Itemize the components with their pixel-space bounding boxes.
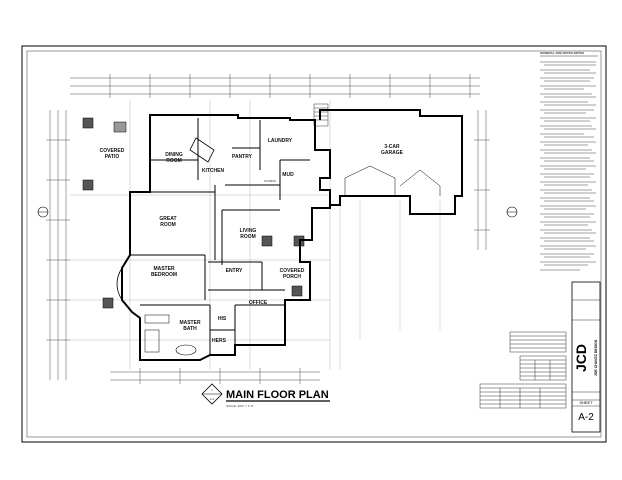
section-marker-right	[506, 206, 518, 218]
right-dimension-lines	[474, 110, 490, 250]
bottom-dimension-lines	[110, 368, 320, 384]
label-master-bedroom-1: MASTER	[153, 266, 175, 272]
label-laundry: LAUNDRY	[268, 138, 293, 144]
vanity	[144, 314, 170, 324]
schedule-tables	[479, 331, 567, 409]
label-great-room-2: ROOM	[160, 222, 176, 228]
callout-sheet: A-2	[210, 397, 215, 401]
label-dining-room-2: ROOM	[166, 158, 182, 164]
bathtub	[175, 344, 197, 356]
label-garage-2: GARAGE	[381, 150, 404, 156]
label-covered-porch-2: PORCH	[283, 274, 301, 280]
label-covered-patio-2: PATIO	[105, 154, 120, 160]
sheet-label: SHEET	[579, 400, 593, 405]
room-labels: COVERED PATIO DINING ROOM KITCHEN PANTRY…	[100, 138, 404, 344]
plan-title: MAIN FLOOR PLAN	[226, 389, 329, 401]
fireplace	[113, 121, 127, 133]
firm-logo: JCD	[573, 344, 589, 372]
callout-number: 1	[211, 388, 213, 392]
section-marker-left	[37, 206, 49, 218]
drawing-title: 1 A-2 MAIN FLOOR PLAN SCALE: 3/16" = 1'-…	[201, 383, 330, 408]
garage-slope-lines	[344, 165, 441, 196]
stairs	[313, 103, 329, 127]
notes-heading: GENERAL ARE NOTES NOTES	[540, 51, 584, 55]
firm-name: JOE CHAVEZ DESIGN	[594, 339, 598, 376]
general-notes: GENERAL ARE NOTES NOTES	[540, 51, 598, 271]
top-dimension-lines	[70, 74, 480, 98]
label-dining-room-1: DINING	[165, 152, 183, 158]
sheet-border	[21, 45, 607, 443]
label-kitchen: KITCHEN	[202, 168, 225, 174]
label-mud: MUD	[282, 172, 294, 178]
label-master-bath-1: MASTER	[179, 320, 201, 326]
label-master-bath-2: BATH	[183, 326, 197, 332]
label-garage-1: 3-CAR	[384, 144, 400, 150]
label-great-room-1: GREAT	[159, 216, 176, 222]
label-his: HIS	[218, 316, 227, 322]
bay-window	[116, 267, 123, 301]
interior-walls	[130, 118, 331, 355]
sheet-inner-border	[26, 50, 602, 438]
column-piers	[82, 117, 305, 309]
label-hers: HERS	[212, 338, 227, 344]
title-block: JCD JOE CHAVEZ DESIGN SHEET A-2	[571, 281, 601, 433]
label-living-room-2: ROOM	[240, 234, 256, 240]
kitchen-island	[189, 137, 215, 163]
sheet-number: A-2	[578, 412, 594, 423]
label-office: OFFICE	[249, 300, 268, 306]
shower	[144, 329, 160, 353]
exterior-walls	[121, 109, 463, 361]
label-powder: POWDR	[264, 179, 276, 183]
plan-scale: SCALE: 3/16" = 1'-0"	[226, 404, 254, 408]
label-master-bedroom-2: BEDROOM	[151, 272, 177, 278]
label-covered-porch-1: COVERED	[280, 268, 305, 274]
left-dimension-lines	[46, 110, 70, 380]
label-living-room-1: LIVING	[240, 228, 257, 234]
label-entry: ENTRY	[226, 268, 243, 274]
label-pantry: PANTRY	[232, 154, 253, 160]
label-covered-patio-1: COVERED	[100, 148, 125, 154]
